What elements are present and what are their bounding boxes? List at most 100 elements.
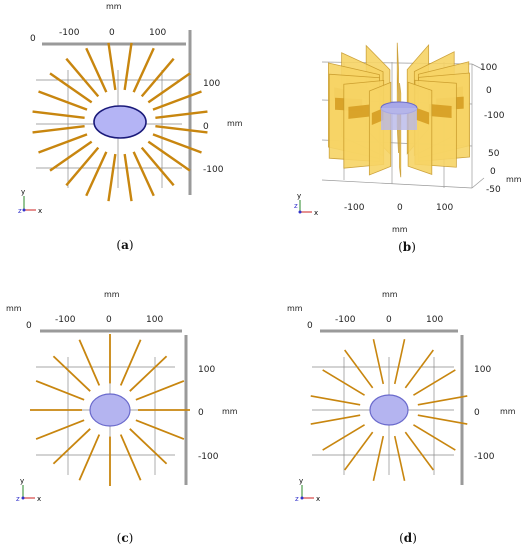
spoke — [417, 414, 468, 425]
spoke — [38, 133, 88, 154]
axis-unit-bottom: mm — [392, 225, 408, 234]
tick-top-1: 0 — [386, 315, 392, 325]
tick-right-top-2: -100 — [484, 111, 505, 121]
tick-left-zero: 0 — [26, 321, 32, 331]
fin-shade — [348, 104, 370, 119]
spoke — [310, 414, 361, 425]
fin-shade — [397, 68, 399, 95]
spoke — [85, 151, 108, 197]
fins — [328, 42, 470, 178]
tick-right-1: 0 — [203, 122, 209, 132]
spoke — [132, 47, 155, 93]
spoke — [393, 339, 406, 385]
center-disk — [93, 105, 147, 139]
spoke — [152, 90, 202, 111]
spoke — [52, 428, 91, 465]
axis-unit-right: mm — [506, 175, 522, 184]
spoke — [155, 110, 208, 119]
tick-bottom-2: 100 — [436, 203, 453, 213]
tick-top-0: -100 — [55, 315, 76, 325]
spoke — [132, 151, 155, 197]
caption-d: (d) — [399, 531, 417, 545]
triad-y-label: y — [297, 192, 301, 200]
fin-shade — [416, 107, 430, 125]
spoke — [344, 431, 374, 471]
spoke — [140, 146, 175, 187]
axis-unit-top: mm — [382, 290, 398, 299]
triad-y-label: y — [21, 188, 25, 196]
axis-unit-left: mm — [287, 304, 303, 313]
tick-right-top-1: 0 — [486, 86, 492, 96]
spoke — [404, 349, 434, 389]
tick-top-1: 0 — [109, 28, 115, 38]
axis-unit-left: mm — [6, 304, 22, 313]
spoke — [49, 72, 93, 104]
tick-right-bottom-1: 0 — [490, 167, 496, 177]
grid — [312, 329, 464, 485]
fin-shade — [371, 108, 384, 126]
tick-right-0: 100 — [203, 79, 220, 89]
tick-right-2: -100 — [203, 165, 224, 175]
center-hub — [381, 108, 417, 130]
panel-a: mm 0 -100 0 100 100 0 -100 mm y z x (a) — [0, 0, 262, 265]
axis-triad: y z x — [16, 477, 41, 503]
spoke — [35, 419, 85, 440]
panel-c-plot: mm mm 0 -100 0 100 100 0 -100 mm y z x — [6, 290, 238, 503]
tick-right-top-0: 100 — [480, 63, 497, 73]
axis-unit-right: mm — [222, 407, 238, 416]
tick-top-2: 100 — [146, 315, 163, 325]
triad-z-label: z — [294, 202, 298, 210]
spoke — [119, 434, 142, 481]
spoke — [393, 435, 406, 481]
triad-y-label: y — [299, 477, 303, 485]
tick-top-0: -100 — [335, 315, 356, 325]
tick-right-1: 0 — [198, 408, 204, 418]
axis-triad: y z x — [18, 188, 42, 215]
panel-c: mm mm 0 -100 0 100 100 0 -100 mm y z x (… — [0, 275, 262, 550]
fin — [399, 82, 402, 178]
tick-top-2: 100 — [426, 315, 443, 325]
spoke — [147, 72, 191, 104]
spoke — [107, 153, 117, 202]
triad-z-label: z — [295, 495, 299, 503]
panel-a-plot: mm 0 -100 0 100 100 0 -100 mm y z x — [18, 2, 243, 215]
spoke — [78, 434, 101, 481]
tick-left-zero: 0 — [307, 321, 313, 331]
spoke — [49, 140, 93, 172]
spoke — [32, 110, 85, 119]
spoke — [85, 47, 108, 93]
panel-b: 100 0 -100 50 0 -50 mm -100 0 100 mm y z… — [262, 0, 525, 265]
tick-bottom-1: 0 — [397, 203, 403, 213]
tick-right-bottom-0: 50 — [488, 149, 500, 159]
axis-triad: y z x — [295, 477, 320, 503]
tick-right-0: 100 — [198, 365, 215, 375]
spoke — [65, 57, 100, 98]
spoke — [322, 369, 365, 396]
triad-z-label: z — [16, 495, 20, 503]
spoke — [413, 424, 456, 451]
triad-y-label: y — [20, 477, 24, 485]
tick-right-0: 100 — [474, 365, 491, 375]
spokes — [310, 339, 468, 481]
spoke — [155, 125, 208, 134]
tick-top-0: -100 — [59, 28, 80, 38]
tick-right-bottom-2: -50 — [486, 185, 501, 195]
triad-x-label: x — [38, 207, 42, 215]
center-disk — [89, 393, 131, 427]
tick-top-1: 0 — [106, 315, 112, 325]
spoke — [129, 428, 168, 465]
panel-d: mm mm 0 -100 0 100 100 0 -100 mm y z x (… — [262, 275, 525, 550]
tick-left-zero: 0 — [30, 34, 36, 44]
spoke — [32, 125, 85, 134]
axis-triad: y z x — [294, 192, 318, 217]
spoke — [404, 431, 434, 471]
spokes — [30, 334, 190, 486]
tick-right-2: -100 — [198, 452, 219, 462]
spoke — [119, 339, 142, 386]
triad-x-label: x — [37, 495, 41, 503]
tick-right-1: 0 — [474, 408, 480, 418]
spoke — [322, 424, 365, 451]
center-disk — [369, 394, 409, 426]
spoke — [372, 435, 385, 481]
axis-unit-right: mm — [500, 407, 516, 416]
